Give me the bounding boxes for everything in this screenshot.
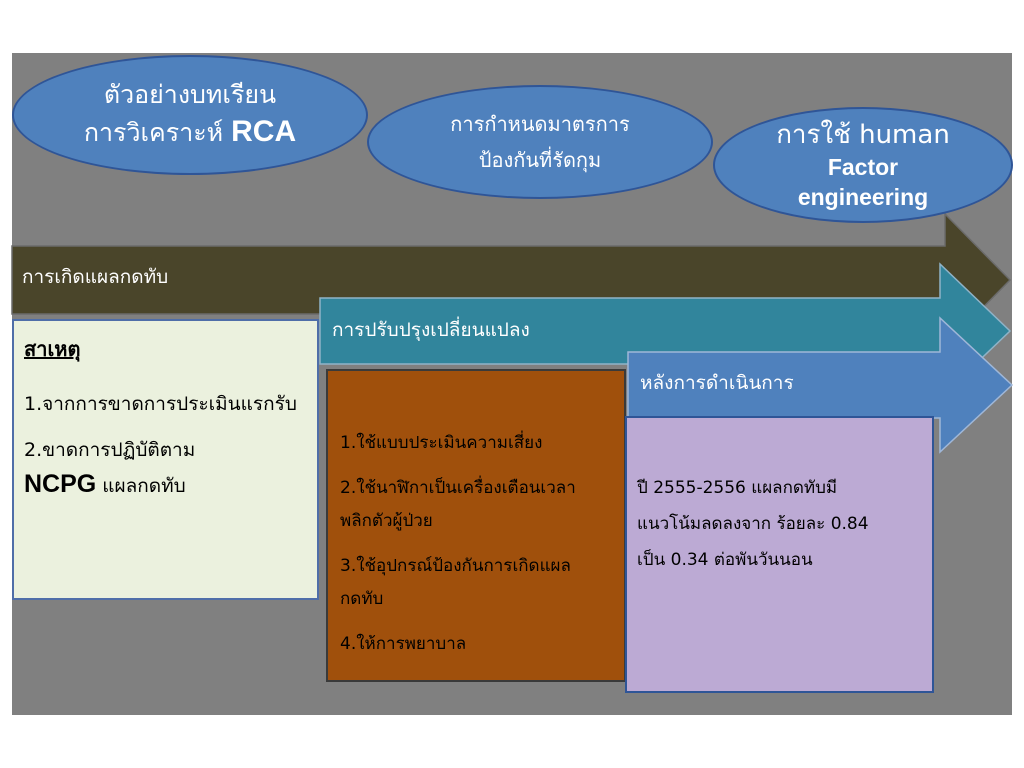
cause-item-2-bold: NCPG: [24, 470, 97, 498]
change-item-3: 3.ใช้อุปกรณ์ป้องกันการเกิดแผล กดทับ: [340, 550, 624, 616]
cause-item-1: 1.จากการขาดการประเมินแรกรับ: [24, 393, 297, 415]
ellipse-human-factor-line3: engineering: [797, 184, 929, 210]
arrow-incident-label: การเกิดแผลกดทับ: [22, 266, 169, 288]
result-line-2: แนวโน้มลดลงจาก ร้อยละ 0.84: [637, 514, 869, 534]
change-item-1: 1.ใช้แบบประเมินความเสี่ยง: [340, 433, 543, 453]
result-box: ปี 2555-2556 แผลกดทับมี แนวโน้มลดลงจาก ร…: [625, 416, 934, 693]
arrow-after-label: หลังการดำเนินการ: [640, 372, 794, 394]
change-item-3b: กดทับ: [340, 589, 384, 609]
change-box: 1.ใช้แบบประเมินความเสี่ยง 2.ใช้นาฬิกาเป็…: [326, 369, 626, 682]
ellipse-rca-prefix: การวิเคราะห์: [83, 117, 224, 147]
change-item-2: 2.ใช้นาฬิกาเป็นเครื่องเตือนเวลา พลิกตัวผ…: [340, 472, 624, 538]
change-item-3a: 3.ใช้อุปกรณ์ป้องกันการเกิดแผล: [340, 556, 571, 576]
ellipse-measures-line2: ป้องกันที่รัดกุม: [478, 148, 602, 172]
cause-title: สาเหตุ: [24, 337, 81, 361]
change-item-2a: 2.ใช้นาฬิกาเป็นเครื่องเตือนเวลา: [340, 478, 576, 498]
result-line-1: ปี 2555-2556 แผลกดทับมี: [637, 478, 838, 498]
ellipse-rca-line2: การวิเคราะห์ RCA: [84, 112, 296, 153]
ellipse-rca-line1: ตัวอย่างบทเรียน: [103, 79, 277, 109]
ellipse-human-factor-line1: การใช้ human: [776, 120, 950, 150]
ellipse-human-factor: การใช้ human Factor engineering: [713, 107, 1013, 223]
ellipse-human-factor-line2: Factor: [827, 154, 899, 180]
result-line-3: เป็น 0.34 ต่อพันวันนอน: [637, 550, 813, 570]
cause-box: สาเหตุ 1.จากการขาดการประเมินแรกรับ 2.ขาด…: [12, 319, 319, 600]
cause-item-2-prefix: 2.ขาดการปฏิบัติตาม: [24, 439, 196, 461]
ellipse-measures-line1: การกำหนดมาตรการ: [450, 112, 630, 136]
cause-item-2-suffix: แผลกดทับ: [96, 475, 186, 497]
ellipse-measures: การกำหนดมาตรการ ป้องกันที่รัดกุม: [367, 85, 713, 199]
ellipse-rca-bold: RCA: [231, 114, 297, 148]
cause-item-2: 2.ขาดการปฏิบัติตาม NCPG แผลกดทับ: [24, 433, 307, 503]
change-item-2b: พลิกตัวผู้ป่วย: [340, 511, 433, 531]
ellipse-rca: ตัวอย่างบทเรียน การวิเคราะห์ RCA: [12, 55, 368, 175]
arrow-change-label: การปรับปรุงเปลี่ยนแปลง: [332, 319, 530, 341]
change-item-4: 4.ให้การพยาบาล: [340, 634, 467, 654]
